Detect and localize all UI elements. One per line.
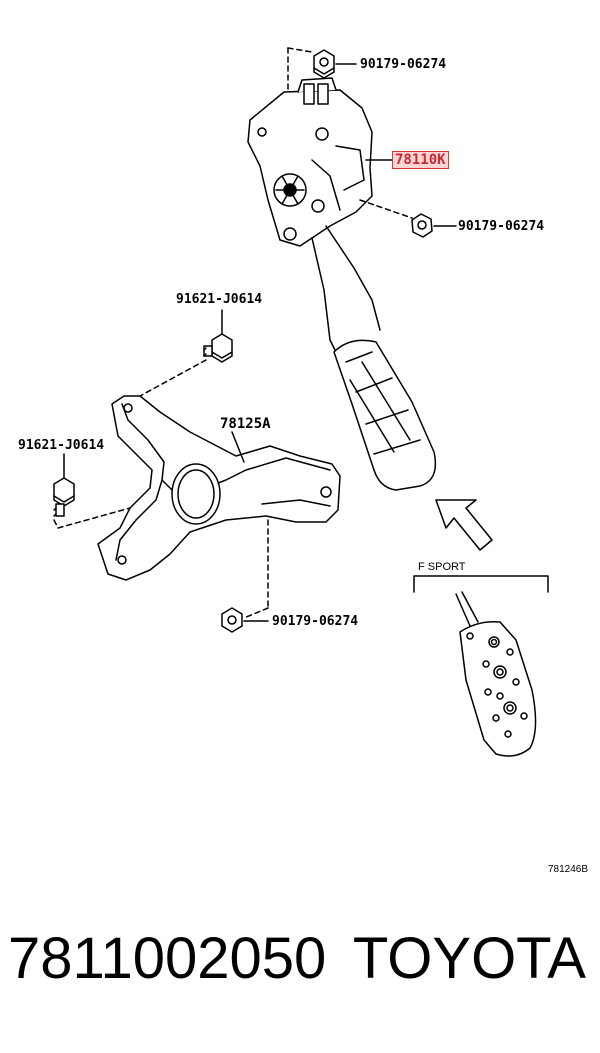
nut-bottom-icon [221, 607, 243, 633]
brand-name: TOYOTA [352, 926, 586, 991]
callout-pedal-assembly[interactable]: 78110K [392, 151, 449, 169]
callout-nut-bottom: 90179-06274 [272, 614, 359, 629]
bolt-left-icon [53, 477, 75, 517]
inset-label: F SPORT [418, 561, 466, 573]
callout-bracket: 78125A [220, 416, 271, 432]
bracket-78125a [97, 395, 341, 581]
direction-arrow-icon [435, 499, 493, 551]
callout-nut-top: 90179-06274 [360, 57, 447, 72]
parts-diagram: 90179-06274 78110K 90179-06274 91621-J06… [18, 47, 589, 875]
callout-bolt-left: 91621-J0614 [18, 438, 105, 453]
callout-nut-right: 90179-06274 [458, 219, 545, 234]
bolt-upper-icon [203, 333, 233, 363]
f-sport-inset [413, 575, 549, 757]
part-number: 7811002050 [8, 926, 327, 991]
diagram-code: 781246B [548, 864, 589, 875]
diagram-drawing [53, 47, 549, 757]
accelerator-pedal-assembly [247, 77, 437, 491]
nut-top-icon [313, 49, 335, 79]
nut-right-icon [411, 213, 433, 238]
callout-bolt-upper: 91621-J0614 [176, 292, 263, 307]
